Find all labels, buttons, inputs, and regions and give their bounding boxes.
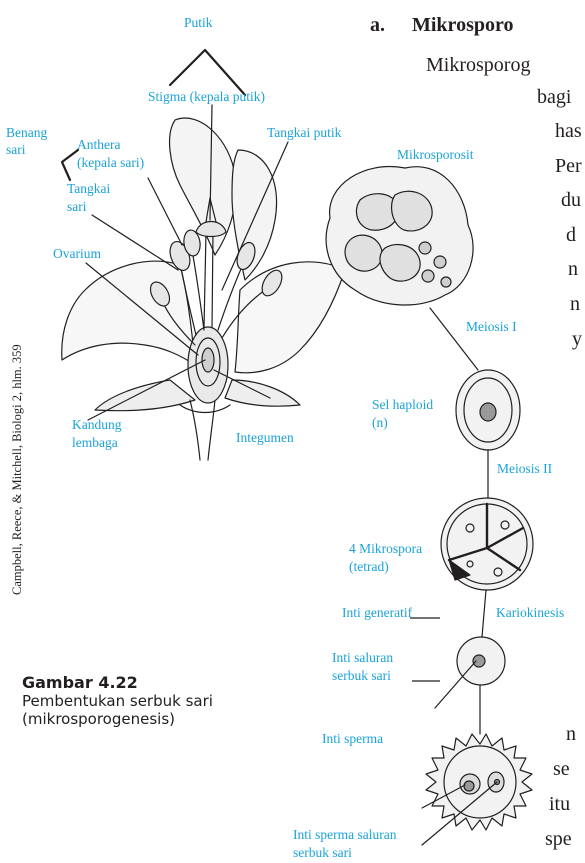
label-ticks	[0, 0, 585, 863]
